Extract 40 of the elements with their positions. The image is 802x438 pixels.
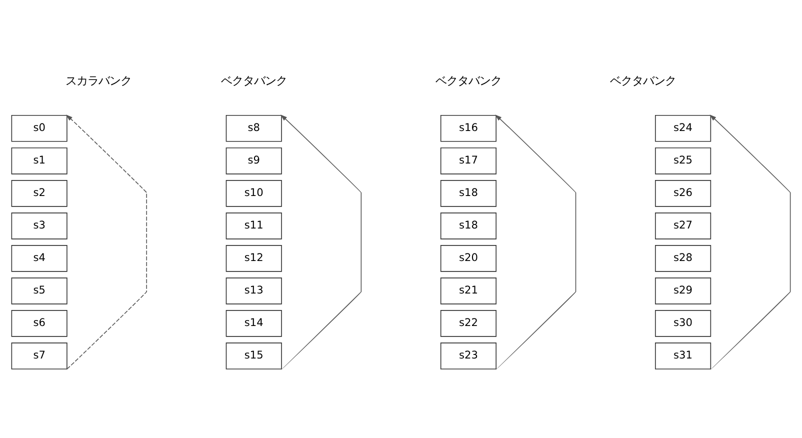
node-box: s28 — [655, 245, 712, 272]
node-box: s10 — [226, 180, 282, 207]
node-box: s13 — [226, 278, 282, 304]
node-box: s27 — [655, 212, 712, 240]
node-box: s6 — [11, 310, 68, 337]
node-box: s17 — [440, 148, 496, 174]
node-box: s12 — [226, 245, 282, 272]
node-box: s8 — [226, 114, 282, 142]
label: ベクタバンク — [220, 73, 287, 88]
arrow — [710, 114, 791, 370]
node-box: s16 — [440, 114, 496, 142]
arrow — [66, 114, 147, 370]
node-box: s22 — [440, 310, 496, 337]
node-box: s9 — [226, 148, 282, 174]
node-box: s23 — [440, 342, 496, 370]
label: ベクタバンク — [435, 73, 502, 88]
node-box: s2 — [11, 180, 68, 207]
node-box: s21 — [440, 278, 496, 304]
node-box: s5 — [11, 278, 68, 304]
node-box: s26 — [655, 180, 712, 207]
node-box: s25 — [655, 148, 712, 174]
node-box: s1 — [11, 148, 68, 174]
node-box: s3 — [11, 212, 68, 240]
node-box: s18 — [440, 180, 496, 207]
node-box: s29 — [655, 278, 712, 304]
node-box: s0 — [11, 114, 68, 142]
node-box: s30 — [655, 310, 712, 337]
arrow — [280, 114, 362, 370]
node-box: s15 — [226, 342, 282, 370]
label: スカラバンク — [66, 73, 132, 88]
node-box: s11 — [226, 212, 282, 240]
arrow — [495, 114, 576, 370]
node-box: s14 — [226, 310, 282, 337]
label: ベクタバンク — [610, 73, 676, 88]
node-box: s7 — [11, 342, 68, 370]
node-box: s18 — [440, 212, 496, 240]
node-box: s20 — [440, 245, 496, 272]
node-box: s4 — [11, 245, 68, 272]
node-box: s31 — [655, 342, 712, 370]
node-box: s24 — [655, 114, 712, 142]
